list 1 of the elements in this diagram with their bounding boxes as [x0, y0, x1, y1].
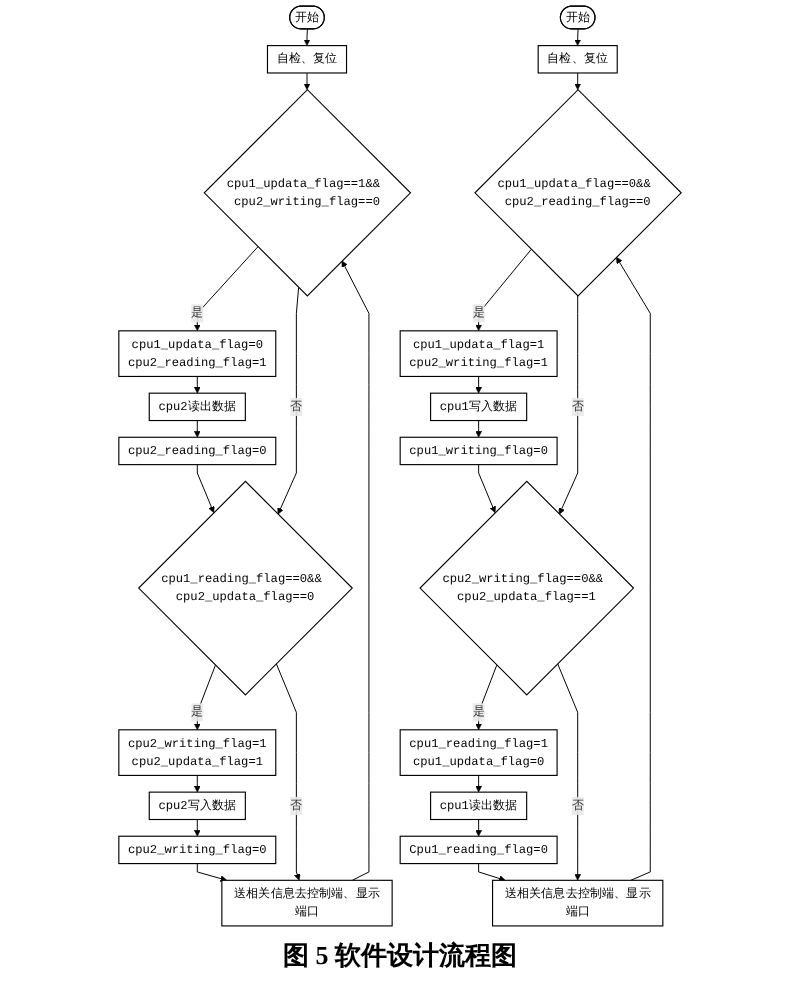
figure-caption: 图 5 软件设计流程图 [281, 938, 519, 974]
